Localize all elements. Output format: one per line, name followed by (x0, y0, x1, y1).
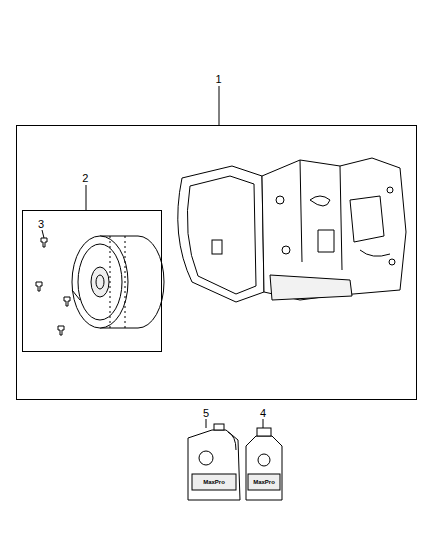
callout-number: 2 (82, 173, 88, 184)
leader-line (42, 230, 44, 238)
converter-box: 2 (22, 210, 162, 352)
bolts (36, 238, 70, 335)
torque-converter (72, 236, 164, 328)
callout-number: 3 (38, 219, 44, 230)
leader-line (86, 185, 87, 210)
fluid-bottle (246, 428, 282, 500)
callout-number: 4 (260, 408, 266, 419)
product-label: MaxPro (203, 479, 225, 485)
transmission (178, 158, 406, 302)
fluid-jug (188, 424, 240, 500)
leader-line (206, 419, 207, 428)
callout-number: 1 (216, 74, 222, 85)
leader-line (219, 86, 220, 125)
assembly-box: 12 (16, 125, 417, 400)
callout-number: 5 (203, 408, 209, 419)
product-label: MaxPro (253, 479, 275, 485)
